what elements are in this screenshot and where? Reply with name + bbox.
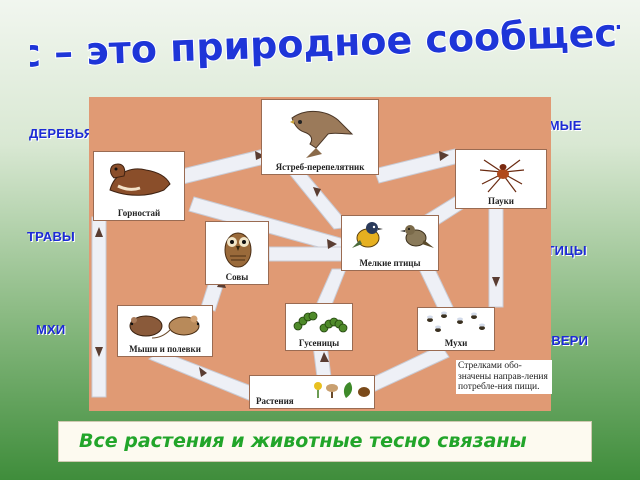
arrow-band-mice-plants xyxy=(147,350,260,402)
node-flies: Мухи xyxy=(417,307,495,351)
node-mice: Мыши и полевки xyxy=(117,305,213,357)
label-grasses: ТРАВЫ xyxy=(27,229,75,244)
arrow-band-spiders-flies xyxy=(488,204,504,308)
label-trees: ДЕРЕВЬЯ xyxy=(29,126,94,141)
page-title-text: Лес – это природное сообщество xyxy=(30,8,620,77)
arrow-band-owls-smallbirds xyxy=(268,246,345,262)
mice-icon xyxy=(129,315,200,339)
arrowhead xyxy=(95,227,103,237)
summary-banner: Все растения и животные тесно связаны xyxy=(58,421,592,462)
arrowhead xyxy=(320,352,329,362)
node-small-birds: Мелкие птицы xyxy=(341,215,439,271)
arrowhead xyxy=(327,239,337,249)
label-beasts: ЗВЕРИ xyxy=(543,333,589,348)
hawk-icon xyxy=(290,111,354,158)
bird-icon xyxy=(400,225,434,248)
node-stoat: Горностай xyxy=(93,151,185,221)
spider-icon xyxy=(479,159,525,193)
label-mosses: МХИ xyxy=(36,322,66,337)
owl-icon xyxy=(224,232,252,268)
page-title: Лес – это природное сообщество xyxy=(30,7,620,78)
hawk-label: Ястреб-перепелятник xyxy=(275,162,365,172)
arrow-band-plants-flies xyxy=(364,344,450,394)
summary-banner-text: Все растения и животные тесно связаны xyxy=(79,430,527,452)
food-web-diagram: Ястреб-перепелятник Горностай Пауки xyxy=(89,97,552,411)
plants-label: Растения xyxy=(256,396,294,406)
arrowhead xyxy=(313,187,321,197)
arrowhead xyxy=(199,367,207,377)
spiders-label: Пауки xyxy=(488,196,514,206)
node-hawk: Ястреб-перепелятник xyxy=(261,99,379,175)
owls-label: Совы xyxy=(225,272,249,282)
arrow-band-smallbirds-flies xyxy=(418,264,455,314)
plants-icon xyxy=(314,382,370,398)
caterpillars-label: Гусеницы xyxy=(298,338,340,348)
arrow-band-smallbirds-caterpillars xyxy=(316,268,347,308)
node-owls: Совы xyxy=(205,221,269,285)
caterpillar-icon xyxy=(293,311,348,333)
mice-label: Мыши и полевки xyxy=(129,344,201,354)
diagram-note: Стрелками обо-значены направ-ления потре… xyxy=(456,360,552,394)
arrow-band-left-column xyxy=(91,216,107,398)
small-birds-label: Мелкие птицы xyxy=(359,258,421,268)
stoat-icon xyxy=(109,163,171,196)
node-spiders: Пауки xyxy=(455,149,547,209)
arrowhead xyxy=(492,277,500,287)
flies-label: Мухи xyxy=(444,338,468,348)
arrowhead xyxy=(439,151,449,161)
bird-icon xyxy=(352,222,383,248)
stoat-label: Горностай xyxy=(117,208,161,218)
node-plants: Растения xyxy=(249,375,375,409)
node-caterpillars: Гусеницы xyxy=(285,303,353,351)
flies-icon xyxy=(427,311,485,332)
arrowhead xyxy=(255,151,265,160)
arrowhead xyxy=(95,347,103,357)
